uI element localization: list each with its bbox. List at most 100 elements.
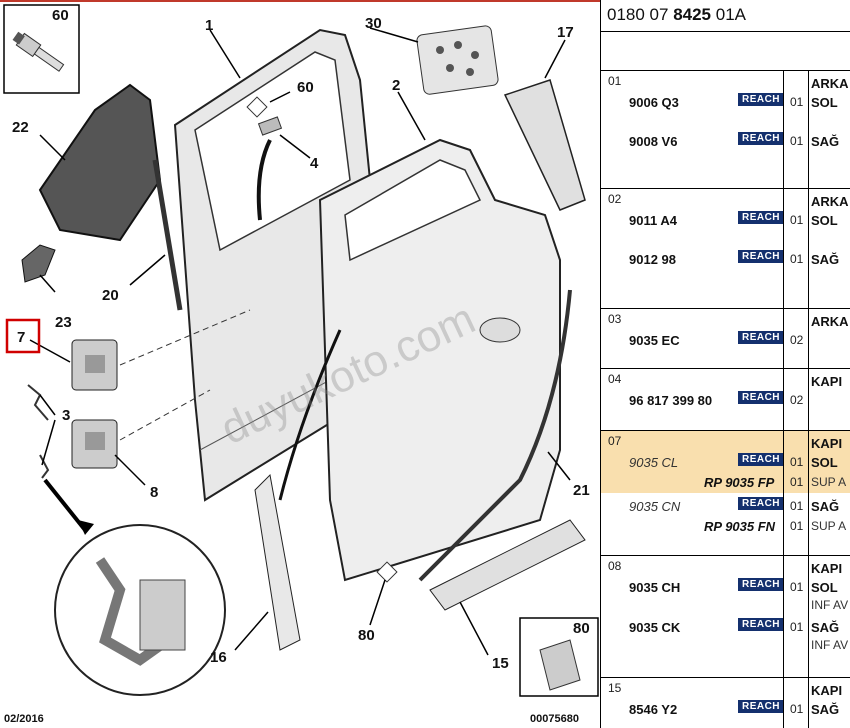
quantity: 01 (790, 702, 804, 716)
trim-strip-17 (503, 79, 586, 211)
side-label: SAĞ (811, 134, 840, 149)
section-title: KAPI (811, 436, 843, 451)
section-title: ARKA (811, 314, 849, 329)
reach-badge: REACH (738, 578, 784, 591)
part-number[interactable]: 9006 Q3 (629, 95, 679, 110)
part-number[interactable]: 9035 CN (629, 499, 681, 514)
callout-4: 4 (310, 155, 319, 172)
position-label: INF AV (811, 598, 849, 612)
callout-17: 17 (557, 24, 574, 41)
callout-80: 80 (358, 627, 375, 644)
callout-7: 7 (17, 329, 25, 346)
part-number[interactable]: 9035 EC (629, 333, 680, 348)
position-label: SUP A (811, 519, 847, 533)
section-title: KAPI (811, 374, 843, 389)
quantity: 01 (790, 620, 804, 634)
section-title: ARKA (811, 76, 849, 91)
quantity: 02 (790, 393, 804, 407)
side-label: SAĞ (811, 499, 840, 514)
callout-60-top: 60 (52, 7, 69, 24)
detail-circle (54, 524, 226, 696)
callout-3: 3 (62, 407, 70, 424)
strip-20 (152, 159, 183, 311)
seal-cover-23 (21, 244, 56, 283)
callout-23: 23 (55, 314, 72, 331)
side-label: SOL (811, 580, 838, 595)
reach-badge: REACH (738, 93, 784, 106)
side-label: SAĞ (811, 702, 840, 717)
side-label: SOL (811, 213, 838, 228)
strip-16 (254, 473, 301, 651)
date-code: 02/2016 (4, 713, 44, 725)
clip-kit-30 (416, 25, 499, 95)
part-number[interactable]: 9012 98 (629, 252, 676, 267)
callout-8: 8 (150, 484, 158, 501)
section-number: 03 (608, 312, 622, 326)
quantity: 01 (790, 499, 804, 513)
exploded-parts-diagram: 60 (0, 0, 600, 725)
hinge-lower-8 (71, 419, 118, 469)
quantity-2: 01 (790, 519, 804, 533)
part-number[interactable]: 9035 CH (629, 580, 681, 595)
replacement-part-number[interactable]: RP 9035 FP (704, 475, 775, 490)
reach-badge: REACH (738, 453, 784, 466)
section-number: 15 (608, 681, 622, 695)
door-outer-panel-2 (318, 138, 561, 582)
part-number[interactable]: 9035 CL (629, 455, 679, 470)
part-number[interactable]: 9011 A4 (629, 213, 677, 228)
quantity: 01 (790, 252, 804, 266)
replacement-part-number[interactable]: RP 9035 FN (704, 519, 776, 534)
quantity: 01 (790, 580, 804, 594)
callout-20: 20 (102, 287, 119, 304)
callout-15: 15 (492, 655, 509, 672)
reach-badge: REACH (738, 331, 784, 344)
part-number[interactable]: 96 817 399 80 (629, 393, 713, 408)
image-code: 00075680 (530, 713, 579, 725)
parts-section-15: 15 KAPI 8546 Y2 REACH 01 SAĞ (601, 677, 850, 728)
callout-1: 1 (205, 17, 213, 34)
reach-badge: REACH (738, 211, 784, 224)
clip-inset-80 (519, 617, 599, 697)
trim-moulding-15 (429, 519, 586, 611)
parts-section-03: 03 ARKA 9035 EC REACH 02 (601, 308, 850, 368)
callout-22: 22 (12, 119, 29, 136)
section-title: KAPI (811, 561, 843, 576)
reach-badge: REACH (738, 132, 784, 145)
side-label: SAĞ (811, 252, 840, 267)
part-number[interactable]: 9008 V6 (629, 134, 678, 149)
quantity: 01 (790, 95, 804, 109)
position-label: INF AV (811, 638, 849, 652)
door-module-22 (38, 83, 162, 242)
highlight-box-7 (5, 318, 41, 354)
reach-badge: REACH (738, 250, 784, 263)
callout-16: 16 (210, 649, 227, 666)
callout-60-mid: 60 (297, 79, 314, 96)
hinge-upper-7 (71, 339, 118, 391)
ref-prefix: 0180 07 (607, 5, 669, 24)
column-divider-2 (808, 70, 809, 728)
glass-run-channel (256, 139, 272, 221)
callout-2: 2 (392, 77, 400, 94)
part-number[interactable]: 8546 Y2 (629, 702, 678, 717)
quantity-2: 01 (790, 475, 804, 489)
section-title: ARKA (811, 194, 849, 209)
quantity: 02 (790, 333, 804, 347)
quantity: 01 (790, 213, 804, 227)
reach-badge: REACH (738, 700, 784, 713)
part-number[interactable]: 9035 CK (629, 620, 681, 635)
ref-bold: 8425 (673, 5, 712, 24)
section-number: 04 (608, 372, 622, 386)
section-title: KAPI (811, 683, 843, 698)
parts-section-08: 08 KAPI 9035 CH REACH 01 SOL INF AV 9035 CK REAC… (601, 555, 850, 677)
quantity: 01 (790, 134, 804, 148)
quantity: 01 (790, 455, 804, 469)
side-label: SAĞ (811, 620, 840, 635)
section-number: 08 (608, 559, 622, 573)
reach-badge: REACH (738, 618, 784, 631)
section-number: 01 (608, 74, 622, 88)
position-label: SUP A (811, 475, 847, 489)
